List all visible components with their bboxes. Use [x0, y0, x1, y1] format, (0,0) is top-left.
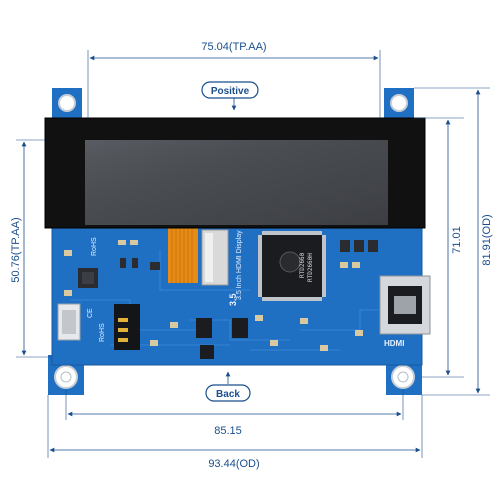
audio-jack: [114, 304, 140, 350]
rohs-marking: RoHS: [91, 237, 98, 256]
micro-usb-opening: [62, 310, 76, 334]
positive-label-pill: Positive: [201, 81, 259, 111]
hdmi-port-contacts: [394, 296, 416, 314]
audio-chip-1: [196, 318, 212, 338]
positive-label: Positive: [211, 86, 250, 97]
smd-components: [64, 240, 378, 351]
ce-marking: CE: [87, 308, 94, 318]
dimension-right-inner-height-label: 71.01: [451, 226, 463, 254]
audio-jack-pin: [118, 328, 128, 332]
chip-pins: [258, 231, 326, 301]
audio-jack-pin: [118, 338, 128, 342]
display-screen-sheen: [85, 140, 388, 225]
chip-logo: [279, 251, 301, 273]
inductor-core: [82, 272, 94, 284]
audio-jack-pin: [118, 318, 128, 322]
mounting-hole-ring: [397, 371, 409, 383]
display-module: [44, 117, 426, 229]
back-label-pill: Back: [205, 371, 251, 402]
dimension-right-outer-height: 81.91(OD): [414, 87, 493, 396]
dimension-top-width: 75.04(TP.AA): [87, 41, 381, 118]
mounting-hole-top-right: [390, 94, 408, 112]
audio-chip-3: [200, 345, 214, 359]
chip-marking-line1: RTD2660: [299, 252, 306, 278]
back-label: Back: [216, 389, 240, 400]
hdmi-logo: HDMI: [384, 339, 404, 348]
audio-chip-2: [232, 318, 248, 338]
mounting-hole-top-left: [58, 94, 76, 112]
dimension-bottom-outer-width: 93.44(OD): [47, 395, 423, 470]
mounting-hole-ring: [60, 371, 72, 383]
dimension-right-inner-height: 71.01: [414, 117, 464, 378]
mounting-hole-bottom-left: [54, 365, 78, 389]
dimension-bottom-inner-width: 85.15: [65, 390, 404, 437]
dimension-right-outer-height-label: 81.91(OD): [481, 214, 493, 265]
dimension-top-width-label: 75.04(TP.AA): [201, 41, 266, 53]
dimension-bottom-inner-width-label: 85.15: [214, 425, 242, 437]
rohs-marking-bottom: RoHS: [99, 323, 106, 342]
pcb-board: 3.5 Inch HDMI Display 3.5 RTD2660 RTD266…: [48, 88, 431, 395]
board-vertical-text: 3.5 Inch HDMI Display: [236, 230, 243, 300]
dimension-left-height-label: 50.76(TP.AA): [10, 217, 22, 282]
dimension-bottom-outer-width-label: 93.44(OD): [208, 458, 259, 470]
mounting-hole-bottom-right: [391, 365, 415, 389]
board-size-marking: 3.5: [228, 293, 238, 306]
ribbon-stripes: [171, 225, 193, 283]
chip-marking-line2: RTD2660H: [307, 253, 314, 282]
fpc-connector-latch: [205, 233, 213, 282]
fpc-ribbon-cable: [168, 225, 198, 283]
dimension-left-height: 50.76(TP.AA): [10, 139, 52, 358]
display-bezel-edge: [44, 117, 426, 229]
